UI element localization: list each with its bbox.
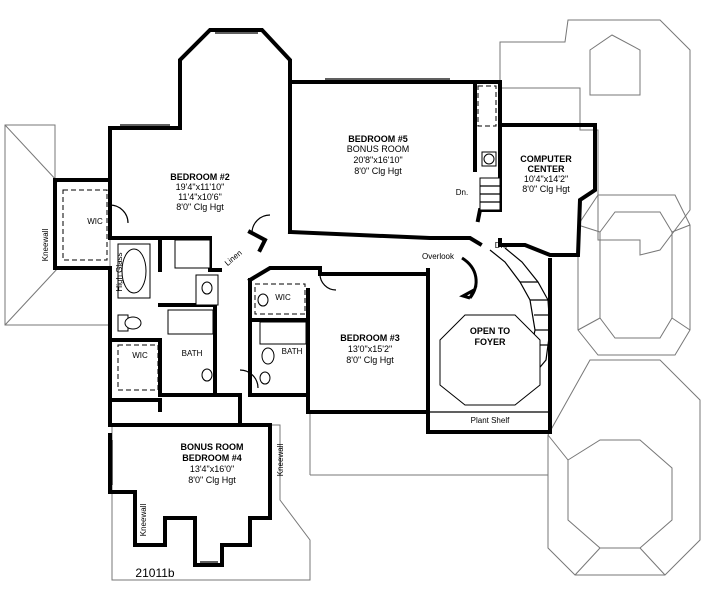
fixtures — [62, 85, 551, 413]
plant-shelf-label: Plant Shelf — [471, 416, 510, 425]
computer-clg: 8'0" Clg Hgt — [522, 184, 570, 194]
bathtub-center-right — [259, 321, 307, 345]
bonus4-clg: 8'0" Clg Hgt — [188, 475, 236, 485]
door-swing-bedroom3 — [319, 273, 337, 291]
lower-right-roof — [547, 359, 701, 576]
toilet-2-bowl — [261, 347, 275, 365]
sink-1 — [201, 281, 213, 295]
wic-label-2: WIC — [275, 293, 291, 302]
sink-3 — [259, 371, 271, 385]
kneewall-label-left: Kneewall — [41, 229, 50, 262]
closet-bedroom5 — [477, 85, 497, 127]
toilet-1-bowl — [124, 316, 142, 330]
shower-stall — [174, 239, 211, 269]
right-bay-roof — [577, 194, 691, 356]
sink-2 — [201, 368, 213, 382]
wic-closet-bedroom3 — [254, 283, 306, 315]
windows — [111, 32, 450, 563]
bedroom2-name: BEDROOM #2 — [170, 172, 230, 182]
toilet-3-bowl — [257, 293, 269, 307]
bathtub-center-left — [167, 309, 214, 335]
lower-left-roof — [111, 424, 311, 581]
dn-label-2: Dn. — [495, 241, 507, 250]
wic-label-3: WIC — [132, 351, 148, 360]
foyer-opening — [439, 314, 541, 406]
wic-label-1: WIC — [87, 217, 103, 226]
bedroom3-clg: 8'0" Clg Hgt — [346, 355, 394, 365]
hvac-fan — [483, 153, 495, 165]
bonus4-dim: 13'4"x16'0" — [190, 464, 234, 474]
bedroom2-dim1: 19'4"x11'10" — [176, 182, 225, 192]
right-bay-roof-inner — [599, 211, 673, 339]
door-swing-wic — [109, 204, 129, 224]
dn-label-1: Dn. — [456, 188, 468, 197]
turret-roof-top — [589, 34, 641, 96]
kneewall-label-bonus-right: Kneewall — [276, 444, 285, 477]
bonus4-name2: BEDROOM #4 — [182, 453, 242, 463]
wic-closet-bath — [117, 344, 159, 391]
bedroom3-name: BEDROOM #3 — [340, 333, 400, 343]
tub-basin — [121, 248, 147, 294]
bedroom5-clg: 8'0" Clg Hgt — [354, 166, 402, 176]
foyer-name2: FOYER — [474, 337, 506, 347]
bedroom5-dim: 20'8"x16'10" — [353, 155, 402, 165]
computer-name2: CENTER — [527, 164, 565, 174]
bedroom3-dim: 13'0"x15'2" — [348, 344, 392, 354]
overlook-arrow-icon — [459, 256, 478, 300]
computer-dim: 10'4"x14'2" — [524, 174, 568, 184]
kneewall-label-bonus-left: Kneewall — [139, 504, 148, 537]
computer-name1: COMPUTER — [520, 154, 572, 164]
bedroom2-dim2: 11'4"x10'6" — [178, 192, 222, 202]
door-swing-bonus — [239, 369, 259, 389]
lower-right-roof-inner — [567, 439, 673, 549]
door-swing-bedroom2 — [251, 214, 271, 234]
high-glass-label: High Glass — [115, 252, 124, 291]
overlook-label: Overlook — [422, 252, 455, 261]
foyer-name1: OPEN TO — [470, 326, 510, 336]
roof-outlines — [4, 19, 701, 581]
bedroom5-name: BEDROOM #5 — [348, 134, 408, 144]
bath-label-1: BATH — [182, 349, 203, 358]
bedroom2-clg: 8'0" Clg Hgt — [176, 202, 224, 212]
bedroom5-alt: BONUS ROOM — [347, 144, 410, 154]
bath-label-2: BATH — [282, 347, 303, 356]
upper-right-roof — [499, 19, 691, 256]
plan-id: 21011b — [135, 566, 174, 580]
bonus4-name1: BONUS ROOM — [181, 442, 244, 452]
linen-label: Linen — [223, 248, 244, 267]
wic-closet-left — [62, 189, 108, 261]
